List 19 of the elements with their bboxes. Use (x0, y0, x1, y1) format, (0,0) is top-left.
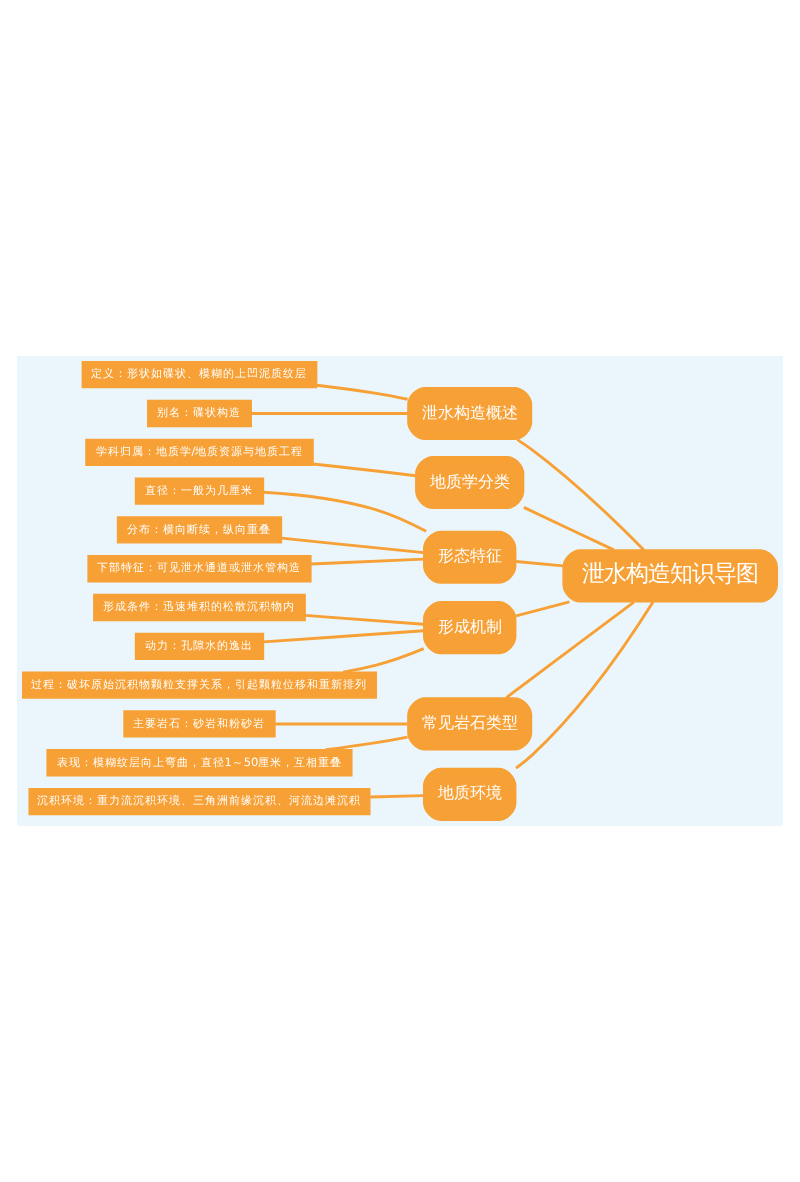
connector (305, 613, 424, 626)
connector (310, 557, 424, 566)
connector (370, 794, 424, 799)
connector (263, 629, 424, 644)
connector (251, 412, 408, 415)
connector (325, 735, 408, 752)
connector (275, 722, 408, 726)
connector (515, 601, 655, 770)
connector (515, 600, 570, 618)
connector (516, 438, 645, 551)
connector (281, 536, 424, 555)
connector (263, 490, 427, 533)
node-box: 泄水构造知识导图 (562, 549, 778, 603)
connector (523, 506, 615, 552)
connector (316, 383, 408, 401)
connector (515, 560, 564, 568)
connector (342, 647, 425, 674)
connector (313, 462, 416, 478)
connector (505, 600, 635, 699)
